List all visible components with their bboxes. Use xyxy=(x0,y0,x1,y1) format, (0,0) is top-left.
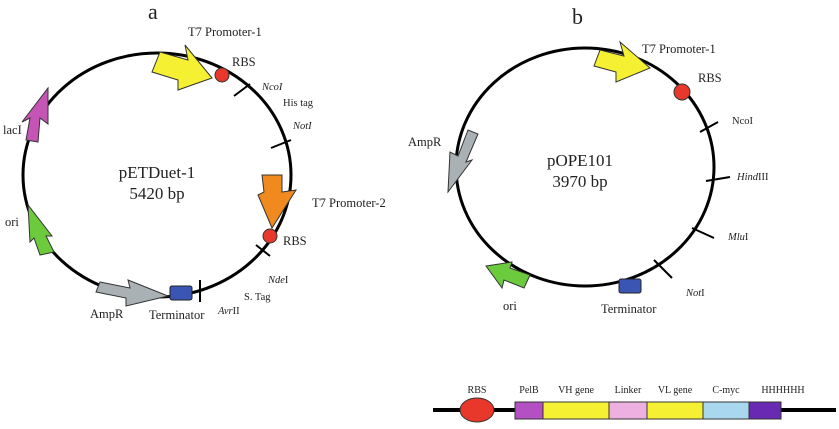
b-terminator-box xyxy=(618,278,642,294)
construct-cmyc-label: C-myc xyxy=(712,385,740,396)
construct-linker xyxy=(608,401,648,420)
b-mlui-site-tick xyxy=(691,227,715,239)
a-laci-label: lacI xyxy=(3,123,22,137)
a-ampr-label: AmpR xyxy=(90,307,124,321)
b-hindiii-label: HindIII xyxy=(736,172,769,183)
b-ori-label: ori xyxy=(503,299,517,313)
construct-cmyc xyxy=(702,401,750,420)
pOPE101-size: 3970 bp xyxy=(552,172,607,191)
construct-his-tag xyxy=(748,401,782,420)
construct-rbs xyxy=(459,397,495,423)
a-noti-label: NotI xyxy=(292,121,312,132)
b-mlui-label: MluI xyxy=(727,232,749,243)
a-ncoi-label: NcoI xyxy=(261,82,283,93)
b-ampr-label: AmpR xyxy=(408,135,442,149)
b-t7-promoter-1-arrow xyxy=(593,40,651,83)
construct-vh-gene xyxy=(542,401,610,420)
b-ori-arrow xyxy=(485,261,531,290)
b-t7-promoter-1-label: T7 Promoter-1 xyxy=(642,42,716,56)
construct-pelb-label: PelB xyxy=(519,385,539,396)
ndei-site-tick xyxy=(255,244,271,257)
a-rbs-2-label: RBS xyxy=(283,234,307,248)
terminator-box xyxy=(169,285,193,301)
a-terminator-label: Terminator xyxy=(149,308,205,322)
expression-construct: RBS PelB VH gene Linker VL gene C-myc HH… xyxy=(433,385,836,423)
b-ncoi-label: NcoI xyxy=(732,116,753,127)
construct-vl-label: VL gene xyxy=(658,385,693,396)
a-avrii-label: AvrII xyxy=(217,306,240,317)
ampr-arrow xyxy=(95,279,170,307)
b-noti-site-tick xyxy=(653,259,673,279)
panel-a-letter: a xyxy=(148,0,158,24)
b-noti-label: NotI xyxy=(685,288,705,299)
a-rbs-1-label: RBS xyxy=(232,55,256,69)
construct-vh-label: VH gene xyxy=(558,385,594,396)
panel-b-letter: b xyxy=(572,4,583,29)
a-histag-label: His tag xyxy=(283,98,314,109)
noti-site-tick xyxy=(270,139,292,149)
construct-pelb xyxy=(514,401,544,420)
pOPE101-name: pOPE101 xyxy=(547,151,613,170)
t7-promoter-1-arrow xyxy=(151,44,213,91)
b-hindiii-site-tick xyxy=(705,176,731,182)
ncoi-site-tick xyxy=(233,83,251,97)
construct-vl-gene xyxy=(646,401,704,420)
b-rbs-marker xyxy=(673,83,691,101)
a-t7-promoter-2-label: T7 Promoter-2 xyxy=(312,196,386,210)
b-rbs-label: RBS xyxy=(698,71,722,85)
b-ampr-arrow xyxy=(447,129,479,194)
construct-rbs-label: RBS xyxy=(468,385,487,396)
ori-arrow xyxy=(27,203,55,256)
t7-promoter-2-arrow xyxy=(257,174,298,230)
pETDuet-size: 5420 bp xyxy=(129,184,184,203)
a-stag-label: S. Tag xyxy=(244,292,271,303)
rbs-2-marker xyxy=(262,228,278,244)
pETDuet-name: pETDuet-1 xyxy=(119,163,195,182)
laci-arrow xyxy=(21,86,49,143)
construct-linker-label: Linker xyxy=(615,385,642,396)
a-ori-label: ori xyxy=(5,215,19,229)
a-ndei-label: NdeI xyxy=(267,275,289,286)
panel-a: a pETDuet-1 5420 bp T7 Promoter-1 RBS Nc… xyxy=(3,0,386,322)
a-t7-promoter-1-label: T7 Promoter-1 xyxy=(188,25,262,39)
b-terminator-label: Terminator xyxy=(601,302,657,316)
rbs-1-marker xyxy=(214,67,230,83)
construct-his-label: HHHHHH xyxy=(761,385,804,396)
b-ncoi-site-tick xyxy=(699,121,719,133)
panel-b: b pOPE101 3970 bp T7 Promoter-1 RBS NcoI… xyxy=(408,4,769,316)
